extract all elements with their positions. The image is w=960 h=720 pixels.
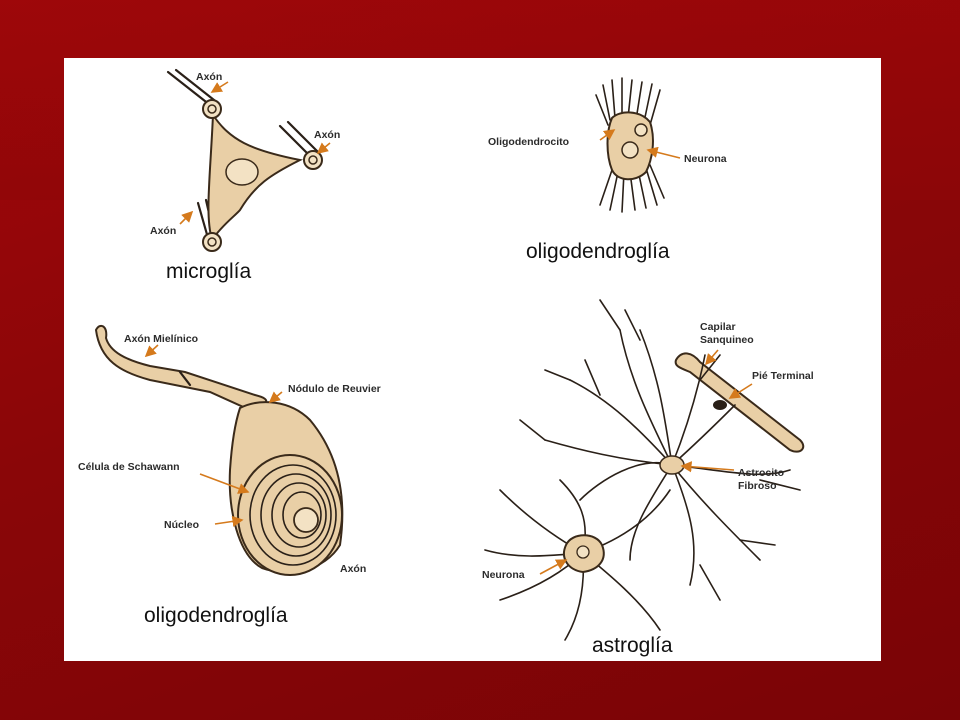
microglia-illustration <box>166 68 323 252</box>
astroglia-label-capilar: Capilar <box>700 321 736 333</box>
oligodendrocyte-top-illustration <box>595 77 665 213</box>
oligo-bottom-label-axon-mielinico: Axón Mielínico <box>124 333 198 345</box>
microglia-caption: microglía <box>166 260 252 283</box>
oligo-top-arrows <box>599 129 681 159</box>
oligo-bottom-arrows <box>144 344 283 527</box>
oligo-bottom-caption: oligodendroglía <box>144 604 288 627</box>
astroglia-arrows <box>539 349 753 575</box>
microglia-label-axon-1: Axón <box>196 71 222 83</box>
oligo-top-caption: oligodendroglía <box>526 240 670 263</box>
microglia-label-axon-2: Axón <box>314 129 340 141</box>
oligo-bottom-label-nucleo: Núcleo <box>164 519 199 531</box>
astroglia-label-astrocito: Astrocito <box>738 467 784 479</box>
oligo-top-label-neurona: Neurona <box>684 153 727 165</box>
myelinated-axon-illustration <box>94 324 344 576</box>
diagram-panel <box>64 58 881 661</box>
astroglia-label-sanquineo: Sanquineo <box>700 334 754 346</box>
oligo-bottom-label-nodulo: Nódulo de Reuvier <box>288 383 381 395</box>
oligo-bottom-label-axon: Axón <box>340 563 366 575</box>
oligo-bottom-label-celula-schawann: Célula de Schawann <box>78 461 180 473</box>
astroglia-label-pie-terminal: Pié Terminal <box>752 370 814 382</box>
microglia-arrows <box>179 81 331 225</box>
oligo-top-label-oligodendrocito: Oligodendrocito <box>488 136 569 148</box>
astroglia-label-neurona: Neurona <box>482 569 525 581</box>
astroglia-caption: astroglía <box>592 634 673 657</box>
astroglia-label-fibroso: Fibroso <box>738 480 777 492</box>
microglia-label-axon-3: Axón <box>150 225 176 237</box>
